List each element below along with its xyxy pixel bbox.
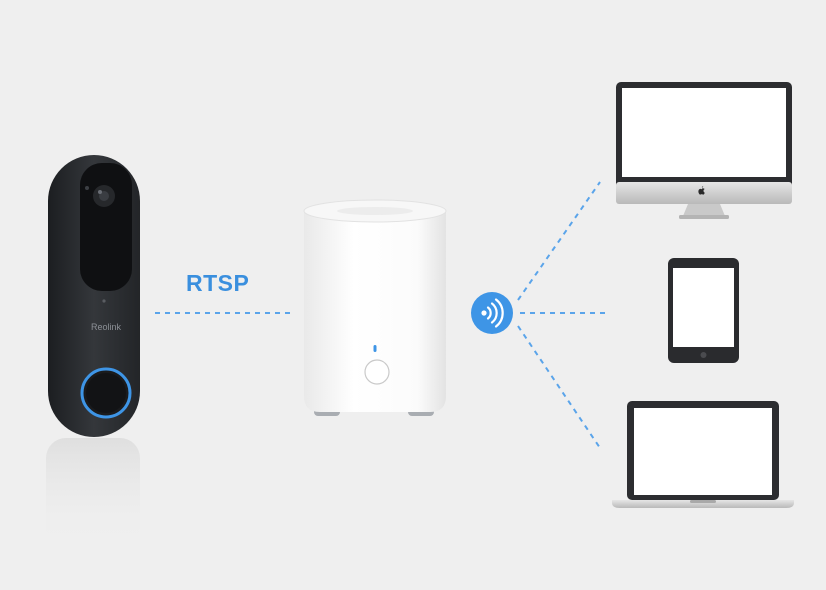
desktop-screen: [622, 88, 786, 177]
connector-to-laptop: [517, 325, 601, 449]
hub-sync-button: [364, 359, 390, 385]
doorbell-reflection: [46, 438, 140, 548]
doorbell-brand: Reolink: [91, 322, 122, 332]
hub-body: [304, 212, 446, 412]
home-hub: [303, 199, 447, 416]
laptop-computer: [612, 401, 794, 508]
tablet-screen: [673, 268, 734, 347]
apple-logo-icon: [698, 186, 705, 195]
laptop-screen: [634, 408, 772, 495]
connector-to-desktop: [517, 181, 601, 301]
tablet-device: [668, 258, 739, 363]
tablet-home-button: [700, 352, 707, 358]
laptop-base: [612, 500, 794, 508]
wifi-signal-icon: [471, 292, 513, 334]
doorbell-camera-window: [80, 163, 132, 291]
video-doorbell: Reolink: [46, 155, 140, 548]
rtsp-label: RTSP: [186, 270, 250, 296]
desktop-stand: [683, 204, 725, 216]
sensor-icon: [85, 186, 89, 190]
hub-status-led: [373, 345, 377, 352]
desktop-computer: [616, 82, 792, 219]
